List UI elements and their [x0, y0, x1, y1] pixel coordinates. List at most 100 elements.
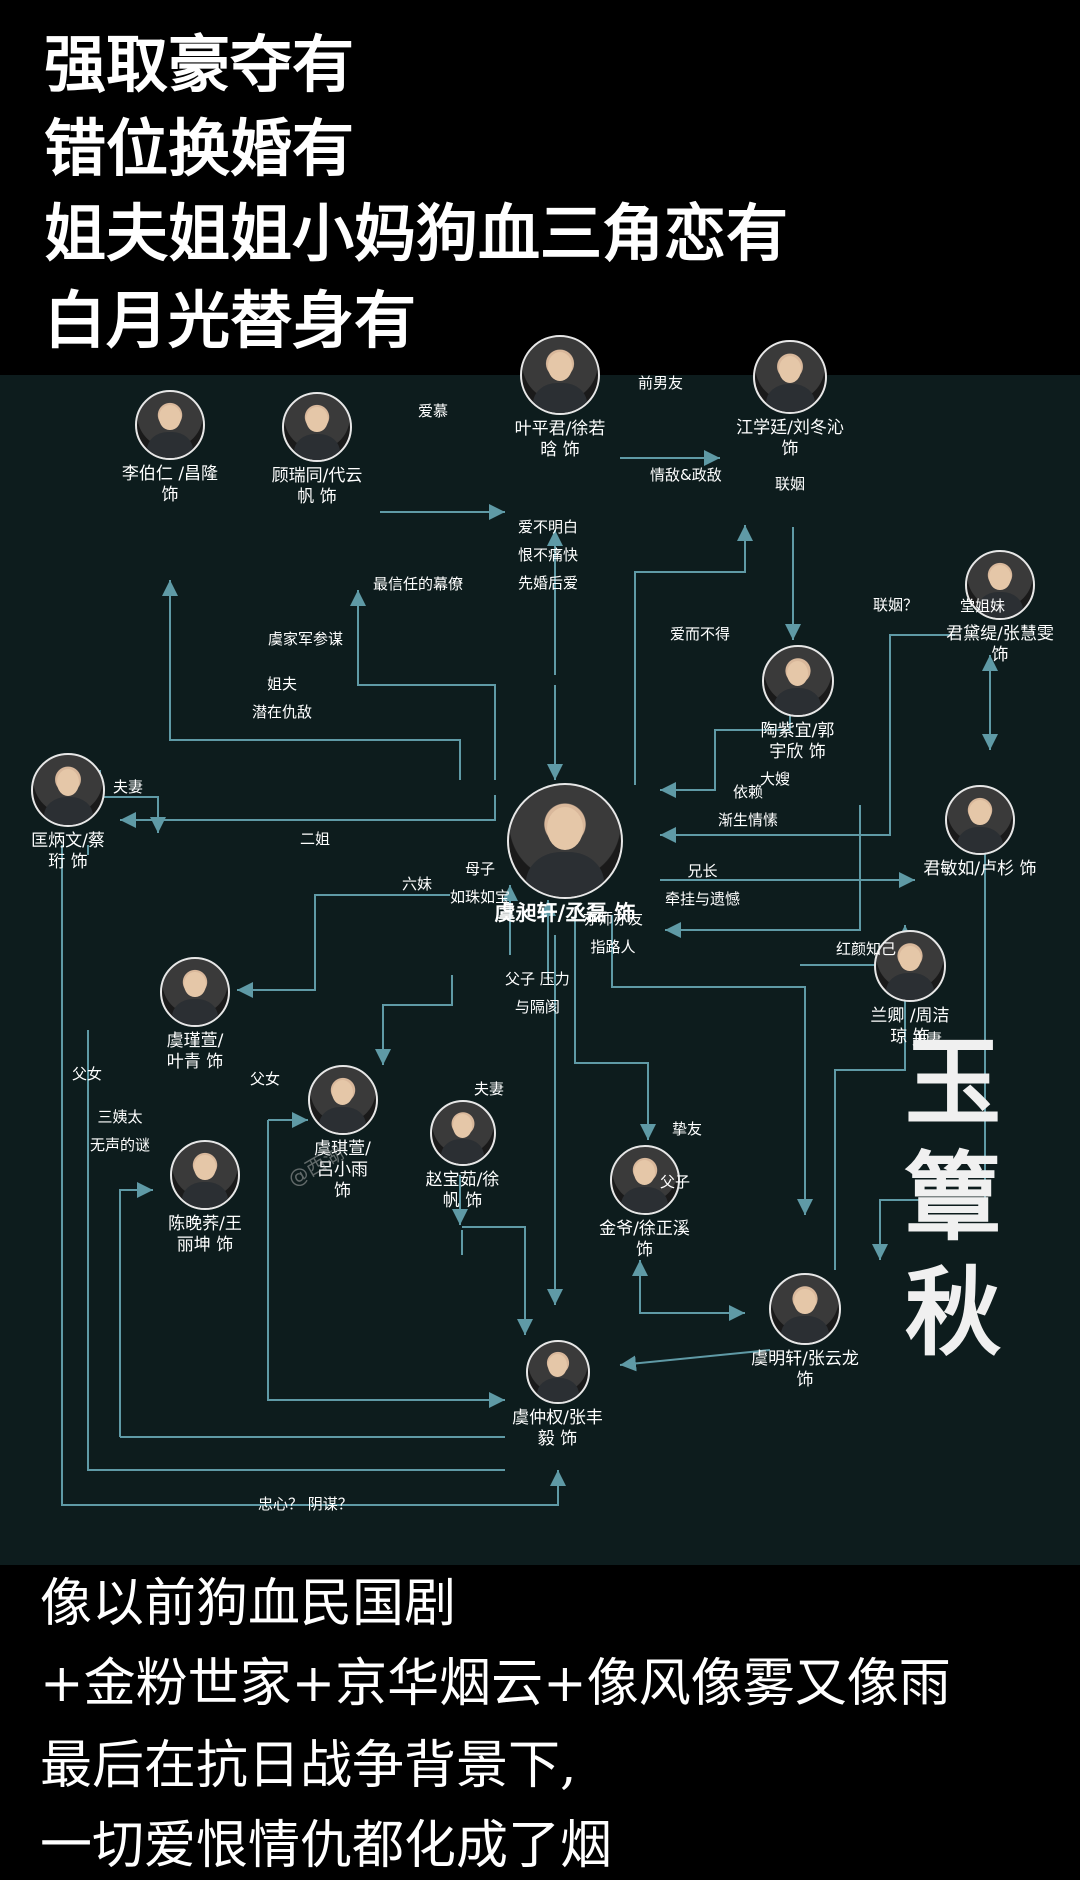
- relation-label: 夫妻: [474, 1080, 505, 1098]
- relation-label: 姐夫 潜在仇敌: [252, 675, 313, 721]
- line-fuqi-2: [872, 830, 986, 1260]
- relation-label: 联姻: [775, 475, 806, 493]
- line-yilai: [665, 805, 861, 938]
- character-name: 君黛缇/张慧雯 饰: [946, 624, 1054, 665]
- relation-label: 父女: [250, 1070, 281, 1088]
- line-erjie: [237, 894, 450, 998]
- line-fuzi: [619, 1349, 771, 1372]
- character-name: 赵宝茹/徐 帆 饰: [425, 1170, 500, 1211]
- relation-label: 亦师亦友 指路人: [583, 910, 644, 956]
- line-zhongxin: [61, 845, 566, 1506]
- character-name: 虞瑾萱/ 叶青 饰: [166, 1031, 224, 1072]
- relation-label: 父女: [72, 1065, 103, 1083]
- relationship-diagram: 李伯仁 /昌隆 饰 顾瑞同/代云 帆 饰 叶平君/徐若 晗 饰 江学廷/刘冬沁 …: [0, 335, 1080, 1565]
- node-yu-zhongquan: 虞仲权/张丰 毅 饰: [495, 1340, 620, 1450]
- avatar: [31, 753, 105, 827]
- character-name: 虞琪萱/ 吕小雨 饰: [314, 1139, 371, 1201]
- avatar: [753, 340, 827, 414]
- avatar: [965, 550, 1035, 620]
- line-jiefu: [120, 795, 496, 828]
- node-yu-qixuan: 虞琪萱/ 吕小雨 饰: [295, 1065, 390, 1202]
- relation-label: 依赖 渐生情愫: [718, 783, 779, 829]
- line-lianyin-q: [660, 710, 891, 843]
- top-caption-line-1: 强取豪夺有: [44, 28, 355, 101]
- node-lan-qing: 兰卿 /周洁 琼 饰: [850, 930, 970, 1048]
- relation-label: 红颜知己: [836, 940, 897, 958]
- character-name: 虞昶轩/丞磊 饰: [494, 901, 636, 925]
- relation-label: 忠心？ 阴谋？: [258, 1495, 353, 1513]
- avatar: [507, 783, 623, 899]
- top-caption-line-2: 错位换婚有: [44, 112, 355, 185]
- node-ye-pingjun: 叶平君/徐若 晗 饰: [500, 335, 620, 461]
- line-liumei: [375, 975, 453, 1065]
- bottom-caption-line-4: 一切爱恨情仇都化成了烟: [40, 1816, 613, 1876]
- node-yu-jinxuan: 虞瑾萱/ 叶青 饰: [145, 957, 245, 1073]
- relation-label: 兄长 牵挂与遗憾: [665, 862, 741, 908]
- relation-label: 母子 如珠如宝: [450, 860, 511, 906]
- relation-label: 爱慕: [418, 402, 449, 420]
- avatar: [160, 957, 230, 1027]
- relation-label: 挚友: [672, 1120, 703, 1138]
- line-zhiyou: [639, 1280, 745, 1321]
- character-name: 陶紫宜/郭 宇欣 饰: [760, 721, 835, 762]
- drama-title-char-3: 秋: [905, 1256, 1001, 1369]
- character-name: 顾瑞同/代云 帆 饰: [271, 466, 363, 507]
- avatar: [874, 930, 946, 1002]
- avatar: [135, 390, 205, 460]
- character-name: 江学廷/刘冬沁 饰: [736, 418, 844, 459]
- character-name: 金爷/徐正溪 饰: [599, 1219, 690, 1260]
- node-jun-minru: 君敏如/卢杉 饰: [905, 785, 1055, 880]
- character-name: 兰卿 /周洁 琼 饰: [870, 1006, 950, 1047]
- line-zuixinren: [350, 590, 496, 780]
- relation-label: 父子: [660, 1173, 691, 1191]
- top-caption-line-3: 姐夫姐姐小妈狗血三角恋有: [44, 197, 789, 270]
- relation-label: 二姐: [300, 830, 331, 848]
- node-jiang-xueting: 江学廷/刘冬沁 饰: [720, 340, 860, 460]
- relation-label: 爱而不得: [670, 625, 731, 643]
- line-xiongzhang: [611, 915, 813, 1215]
- node-tao-ziyi: 陶紫宜/郭 宇欣 饰: [740, 645, 855, 763]
- node-jun-daiti: 君黛缇/张慧雯 饰: [925, 550, 1075, 666]
- relation-label: 六妹: [402, 875, 433, 893]
- relation-label: 堂姐妹: [960, 597, 1006, 615]
- avatar: [170, 1140, 240, 1210]
- character-name: 匡炳文/蔡 珩 饰: [31, 831, 105, 872]
- line-sanyitai: [119, 1182, 153, 1437]
- relation-label: 前男友: [638, 374, 684, 392]
- node-yu-shaoxuan: 虞昶轩/丞磊 饰: [470, 783, 660, 924]
- avatar: [761, 645, 834, 717]
- relationship-lines: [61, 450, 998, 1506]
- avatar: [769, 1273, 841, 1345]
- relation-label: 夫妻: [912, 1030, 943, 1048]
- node-jin-ye: 金爷/徐正溪 饰: [582, 1145, 707, 1261]
- avatar: [525, 1340, 590, 1404]
- bottom-caption-line-3: 最后在抗日战争背景下,: [40, 1736, 577, 1796]
- character-name: 君敏如/卢杉 饰: [923, 859, 1037, 879]
- relation-label: 三姨太 无声的谜: [90, 1108, 151, 1154]
- node-li-boren: 李伯仁 /昌隆 饰: [115, 390, 225, 506]
- avatar: [282, 392, 352, 462]
- relation-label: 联姻？: [873, 596, 919, 614]
- bottom-caption-line-2: +金粉世家+京华烟云+像风像雾又像雨: [40, 1654, 951, 1714]
- relation-label: 夫妻: [113, 778, 144, 796]
- line-qingdi: [634, 525, 753, 785]
- avatar: [429, 1100, 496, 1166]
- line-fuyu-2: [87, 1030, 505, 1471]
- node-chen-wanqiao: 陈晚荞/王 丽坤 饰: [155, 1140, 255, 1256]
- avatar: [307, 1065, 378, 1135]
- top-caption-line-4: 白月光替身有: [44, 284, 417, 357]
- drama-title-char-1: 玉: [905, 1026, 1001, 1139]
- relation-label: 虞家军参谋: [268, 630, 344, 648]
- character-name: 虞明轩/张云龙 饰: [751, 1349, 859, 1390]
- character-name: 虞仲权/张丰 毅 饰: [512, 1408, 603, 1449]
- character-name: 李伯仁 /昌隆 饰: [121, 464, 219, 505]
- node-kuang-bingwen: 匡炳文/蔡 珩 饰: [18, 753, 118, 873]
- relation-label: 最信任的幕僚: [373, 575, 464, 593]
- character-name: 叶平君/徐若 晗 饰: [514, 419, 606, 460]
- node-yu-mingxuan: 虞明轩/张云龙 饰: [735, 1273, 875, 1391]
- avatar: [520, 335, 600, 415]
- node-zhao-baoru: 赵宝茹/徐 帆 饰: [410, 1100, 515, 1212]
- bottom-caption-line-1: 像以前狗血民国剧: [40, 1574, 457, 1634]
- line-aierbude: [660, 715, 791, 798]
